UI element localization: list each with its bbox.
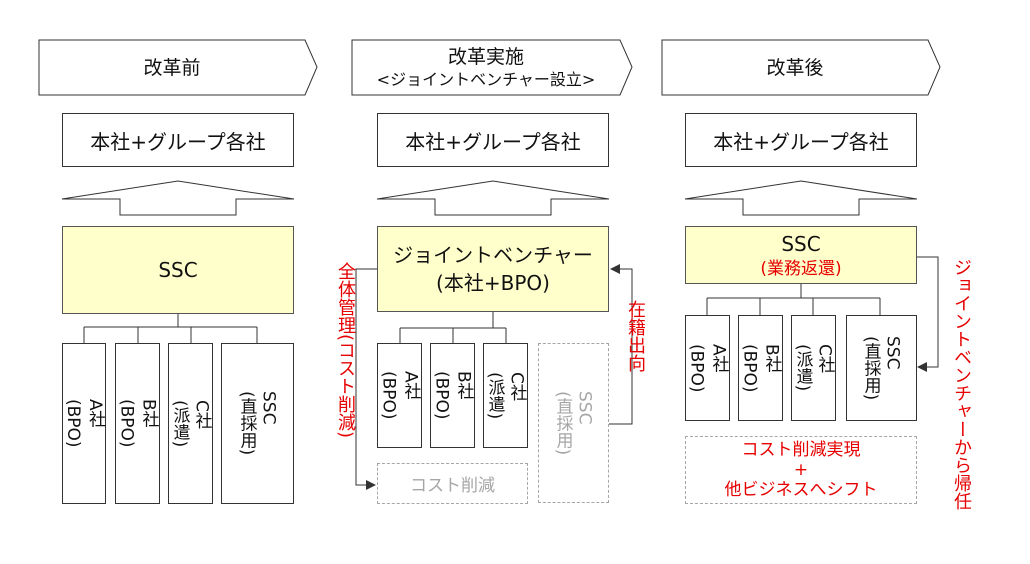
unit-label: B社 (BPO): [431, 371, 474, 420]
unit-b-during: B社 (BPO): [430, 343, 475, 448]
unit-c-before: C社 (派遣): [168, 343, 213, 504]
unit-a-before: A社 (BPO): [62, 343, 106, 504]
phase-before: 改革前: [39, 40, 305, 95]
unit-label: SSC (直採用): [552, 390, 595, 456]
ssc-box-before: SSC: [62, 226, 294, 314]
return-arrow: [917, 256, 939, 372]
phase-after: 改革後: [662, 40, 928, 95]
unit-a-after: A社 (BPO): [685, 315, 730, 421]
unit-label: A社 (BPO): [378, 371, 421, 420]
phase-during-subtitle: <ジョイントベンチャー設立>: [376, 69, 596, 89]
unit-label: C社 (派遣): [484, 371, 527, 420]
return-from-jv-note: ジョイントベンチャーから帰任: [951, 258, 972, 510]
tree-lines-after: [706, 284, 881, 315]
result-box: コスト削減実現 + 他ビジネスへシフト: [685, 436, 917, 504]
result-line2: +: [793, 460, 809, 480]
unit-c-during: C社 (派遣): [483, 343, 528, 448]
tree-lines-before: [83, 314, 258, 343]
ssc-label: SSC: [781, 232, 821, 256]
phase-during: 改革実施 <ジョイントベンチャー設立>: [352, 38, 620, 97]
unit-ssc-before: SSC (直採用): [221, 343, 294, 504]
jv-title: ジョイントベンチャー: [393, 243, 593, 267]
unit-a-during: A社 (BPO): [377, 343, 422, 448]
up-arrow-before: [61, 180, 295, 216]
unit-label: SSC (直採用): [236, 391, 279, 456]
transferred-ssc-unit: SSC (直採用): [538, 343, 609, 503]
unit-label: B社 (BPO): [116, 399, 159, 448]
up-arrow-during: [376, 180, 610, 216]
unit-label: C社 (派遣): [792, 344, 835, 392]
secondment-note: 在籍出向: [625, 300, 646, 372]
result-line1: コスト削減実現: [741, 440, 861, 460]
overall-management-note: 全体管理(コスト削減): [335, 262, 356, 439]
unit-label: A社 (BPO): [63, 399, 105, 448]
phase-banner-after: [661, 39, 941, 96]
unit-b-before: B社 (BPO): [115, 343, 160, 504]
unit-ssc-after: SSC (直採用): [846, 315, 917, 421]
unit-label: C社 (派遣): [169, 399, 212, 448]
phase-before-title: 改革前: [143, 56, 201, 79]
phase-during-title: 改革実施: [447, 45, 524, 68]
unit-label: SSC (直採用): [860, 335, 903, 401]
group-box-before: 本社+グループ各社: [62, 113, 294, 167]
tree-lines-during: [399, 312, 507, 343]
up-arrow-after: [684, 180, 918, 216]
jv-members: (本社+BPO): [436, 271, 550, 295]
phase-after-title: 改革後: [766, 56, 824, 79]
secondment-arrow: [609, 264, 633, 425]
phase-banner-during: [351, 39, 633, 96]
unit-b-after: B社 (BPO): [738, 315, 783, 421]
ssc-label: SSC: [158, 258, 198, 282]
jv-box: ジョイントベンチャー (本社+BPO): [377, 226, 609, 312]
ssc-box-after: SSC (業務返還): [685, 226, 917, 284]
business-return-note: (業務返還): [760, 259, 842, 279]
unit-label: B社 (BPO): [739, 343, 782, 393]
unit-label: A社 (BPO): [686, 343, 729, 393]
phase-banner-before: [38, 39, 318, 96]
unit-c-after: C社 (派遣): [791, 315, 836, 421]
control-arrow: [355, 268, 377, 490]
group-box-during: 本社+グループ各社: [377, 113, 609, 167]
result-line3: 他ビジネスへシフト: [724, 480, 878, 500]
cost-reduction-box: コスト削減: [377, 463, 528, 504]
group-box-after: 本社+グループ各社: [685, 113, 917, 167]
